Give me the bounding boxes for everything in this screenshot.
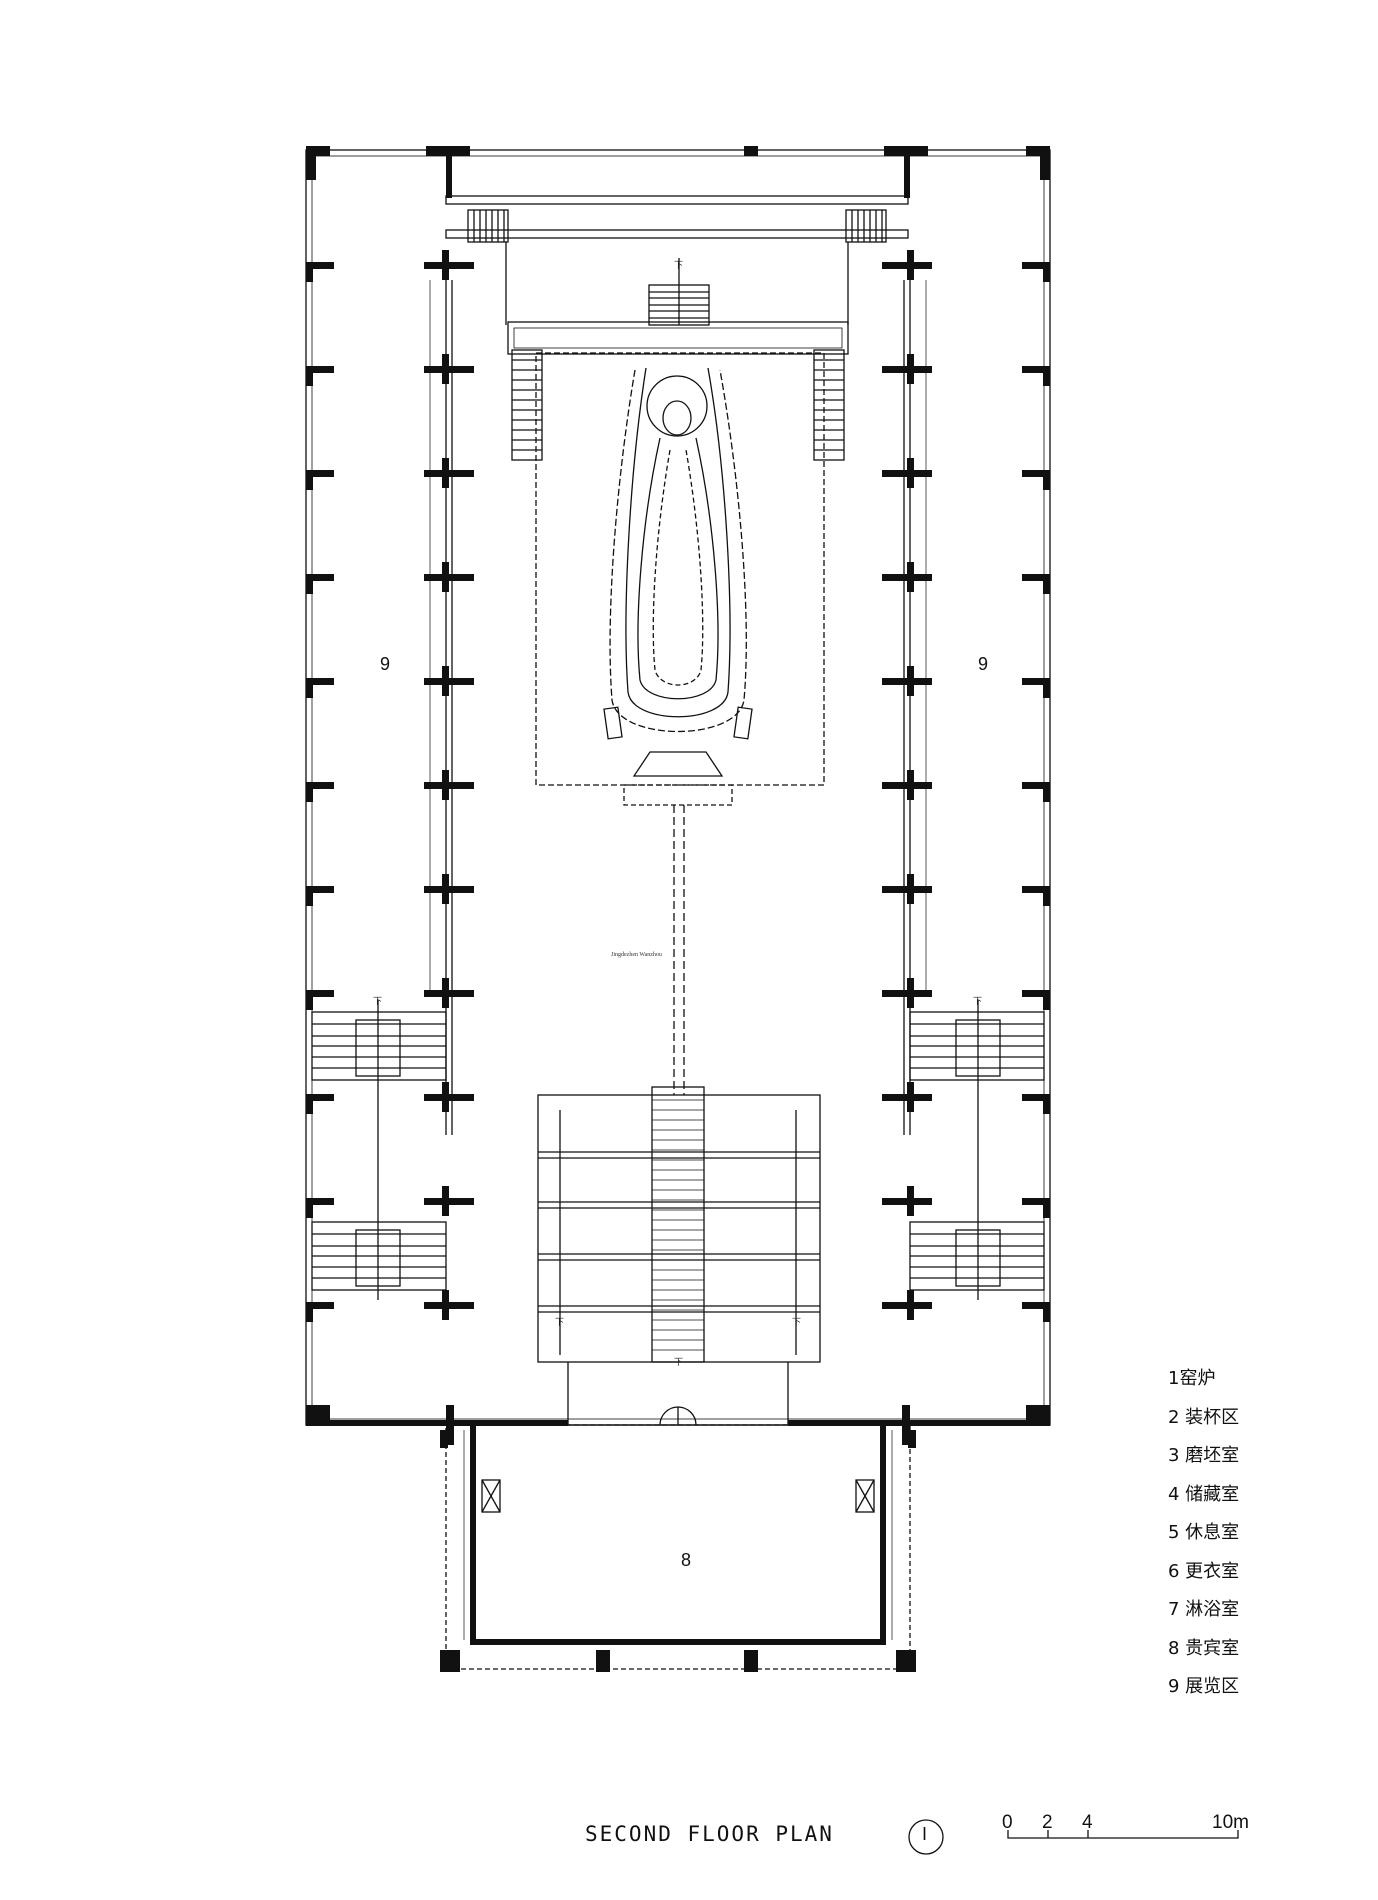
stair-kiln-top bbox=[648, 258, 710, 326]
down-mark-kiln-stair: 下 bbox=[674, 261, 684, 271]
scale-bar bbox=[1007, 1830, 1239, 1839]
stair-top-right bbox=[845, 209, 887, 243]
north-arrow-circle bbox=[908, 1819, 944, 1855]
plan-title: SECOND FLOOR PLAN bbox=[585, 1822, 834, 1846]
room-label-exhibition-right: 9 bbox=[978, 654, 989, 674]
column-row-right-outer bbox=[1022, 262, 1050, 1425]
stair-top-left bbox=[467, 209, 509, 243]
down-mark-center: 下 bbox=[674, 1358, 684, 1368]
outer-wall-inner bbox=[311, 155, 1045, 1420]
stair-kiln-left bbox=[511, 349, 543, 461]
kiln-body bbox=[603, 367, 753, 806]
central-stair-block bbox=[537, 1086, 821, 1363]
structural-columns bbox=[306, 146, 1050, 1672]
column-row-left-inner bbox=[424, 250, 474, 1320]
down-mark-center-left: 下 bbox=[555, 1318, 565, 1328]
legend-item: 2 装杯区 bbox=[1168, 1406, 1240, 1428]
stair-left-lower bbox=[311, 1221, 447, 1291]
stair-kiln-right bbox=[813, 349, 845, 461]
column-row-left-outer bbox=[306, 262, 334, 1425]
top-gallery bbox=[445, 195, 909, 205]
stair-left-upper bbox=[311, 1011, 447, 1081]
scale-tick-10m: 10m bbox=[1212, 1812, 1249, 1833]
down-mark-left-stair: 下 bbox=[373, 997, 383, 1007]
legend-item: 7 淋浴室 bbox=[1168, 1599, 1240, 1620]
scale-tick-0: 0 bbox=[1002, 1812, 1013, 1833]
legend-item: 9 展览区 bbox=[1168, 1676, 1240, 1697]
legend-item: 8 贵宾室 bbox=[1168, 1637, 1240, 1659]
legend: 1窑炉 2 装杯区 3 磨坯室 4 储藏室 5 休息室 6 更衣室 7 淋浴室 … bbox=[1168, 1360, 1239, 1707]
stair-right-lower bbox=[909, 1221, 1045, 1291]
kiln-void bbox=[535, 352, 825, 786]
legend-item: 5 休息室 bbox=[1168, 1522, 1240, 1543]
room-label-vip: 8 bbox=[681, 1550, 692, 1570]
down-mark-right-stair: 下 bbox=[973, 997, 983, 1007]
tiny-note: Jingdezhen Wanzhou bbox=[611, 952, 662, 958]
scale-tick-4: 4 bbox=[1082, 1812, 1093, 1833]
down-mark-center-right: 下 bbox=[792, 1318, 802, 1328]
legend-item: 1窑炉 bbox=[1168, 1368, 1216, 1389]
central-stair-treads bbox=[652, 1099, 704, 1351]
room-label-exhibition-left: 9 bbox=[380, 654, 391, 674]
stair-right-upper bbox=[909, 1011, 1045, 1081]
legend-item: 4 储藏室 bbox=[1168, 1483, 1240, 1505]
north-arrow-label: I bbox=[922, 1824, 928, 1844]
column-row-right-inner bbox=[882, 250, 932, 1320]
legend-item: 3 磨坯室 bbox=[1168, 1445, 1240, 1466]
vip-room bbox=[445, 1424, 911, 1670]
kiln-platform-outer bbox=[507, 321, 849, 355]
scale-tick-2: 2 bbox=[1042, 1812, 1053, 1833]
legend-item: 6 更衣室 bbox=[1168, 1560, 1240, 1582]
